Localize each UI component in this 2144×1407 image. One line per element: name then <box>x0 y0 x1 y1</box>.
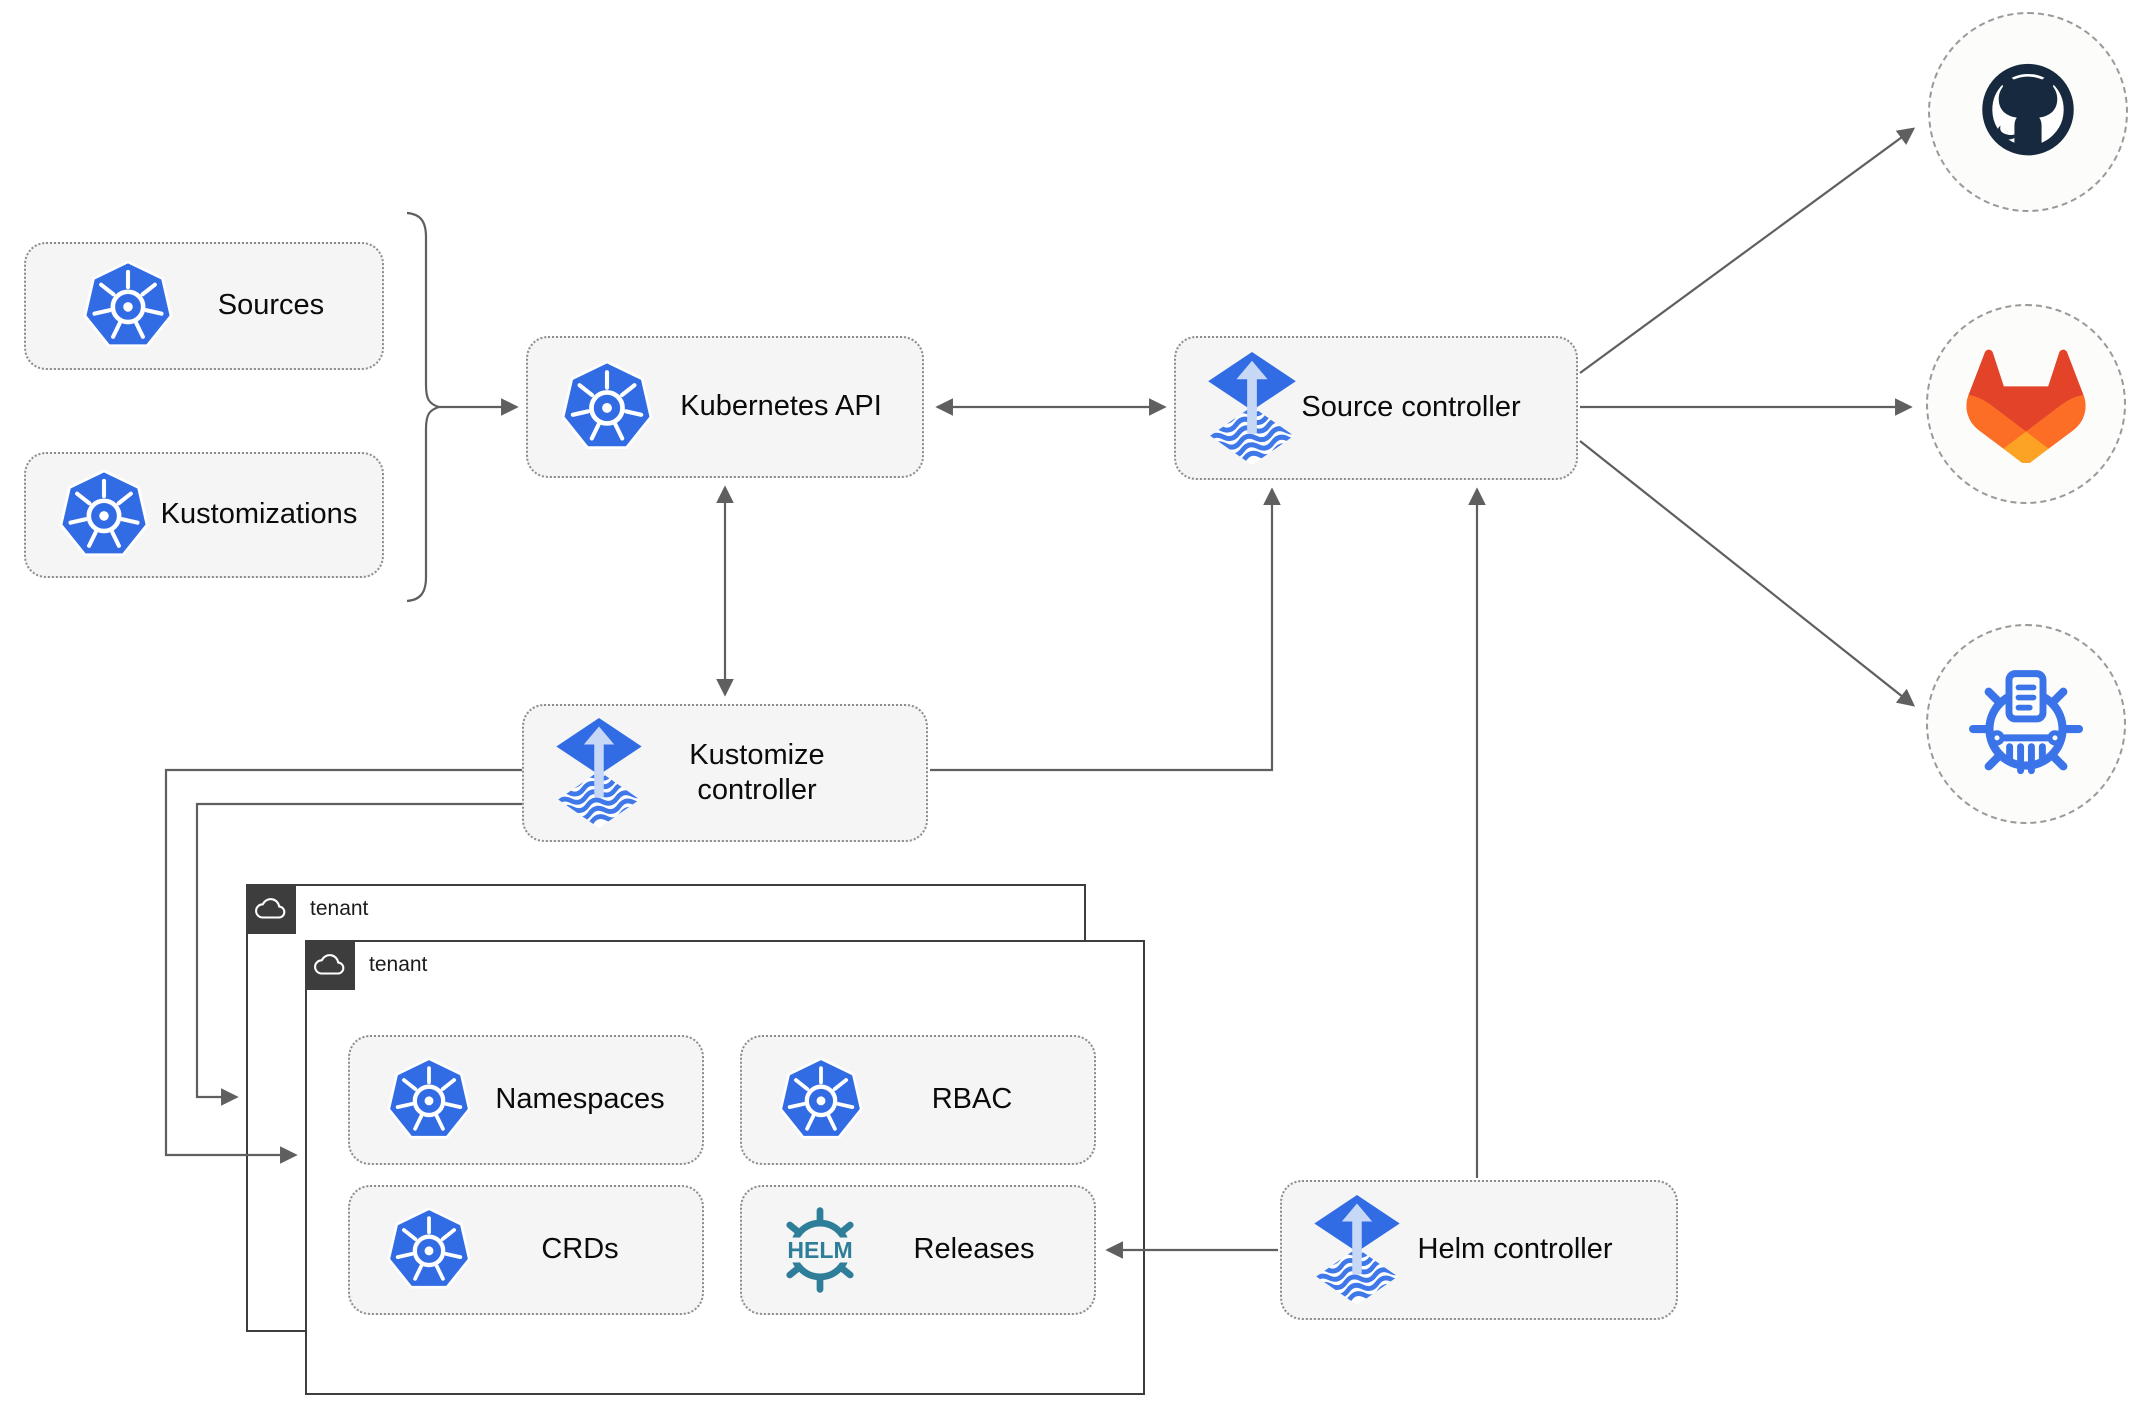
node-label: Kustomize controller <box>689 738 825 806</box>
node-label: Source controller <box>1301 391 1521 424</box>
node-kustomize-controller: Kustomize controller <box>522 704 928 842</box>
tenant-tab <box>305 940 355 990</box>
node-sources: Sources <box>24 242 384 370</box>
node-label: Releases <box>913 1233 1035 1266</box>
node-source-controller: Source controller <box>1174 336 1578 480</box>
kubernetes-icon <box>386 1057 472 1143</box>
kubernetes-icon <box>82 260 174 352</box>
edge-brace <box>406 211 443 603</box>
tenant-box-inner: tenant <box>305 940 1145 1395</box>
helm-wordmark: HELM <box>787 1237 852 1263</box>
tenant-label: tenant <box>310 897 369 920</box>
endpoint-gitlab <box>1926 304 2126 504</box>
github-icon <box>1982 63 2074 156</box>
chartmuseum-icon <box>1968 670 2084 775</box>
kubernetes-icon <box>58 469 150 561</box>
node-releases: HELM Releases <box>740 1185 1096 1315</box>
kubernetes-icon <box>560 360 654 454</box>
flux-icon <box>1208 352 1296 465</box>
node-label: RBAC <box>931 1083 1013 1116</box>
tenant-label: tenant <box>369 953 428 976</box>
edge-source-to-github <box>1579 127 1916 374</box>
endpoint-github <box>1928 12 2128 212</box>
node-label: Kustomizations <box>160 498 358 531</box>
node-label: Kubernetes API <box>680 390 882 423</box>
node-rbac: RBAC <box>740 1035 1096 1165</box>
cloud-icon <box>255 898 286 919</box>
cloud-icon <box>314 954 345 975</box>
kubernetes-icon <box>778 1057 864 1143</box>
node-namespaces: Namespaces <box>348 1035 704 1165</box>
kubernetes-icon <box>386 1207 472 1293</box>
helm-icon: HELM <box>772 1202 868 1298</box>
gitlab-icon <box>1966 349 2086 463</box>
endpoint-chartmuseum <box>1926 624 2126 824</box>
node-label: Helm controller <box>1417 1233 1613 1266</box>
node-helm-controller: Helm controller <box>1280 1180 1678 1320</box>
node-kustomizations: Kustomizations <box>24 452 384 578</box>
edge-kustomize-to-source <box>930 487 1281 772</box>
flux-icon <box>556 718 642 828</box>
node-label: Namespaces <box>495 1083 665 1116</box>
node-label: CRDs <box>541 1233 619 1266</box>
tenant-tab <box>246 884 296 934</box>
node-label: Sources <box>217 289 325 322</box>
flux-icon <box>1314 1195 1400 1305</box>
node-crds: CRDs <box>348 1185 704 1315</box>
node-kubernetes-api: Kubernetes API <box>526 336 924 478</box>
edge-source-to-chartmuseum <box>1579 440 1916 707</box>
